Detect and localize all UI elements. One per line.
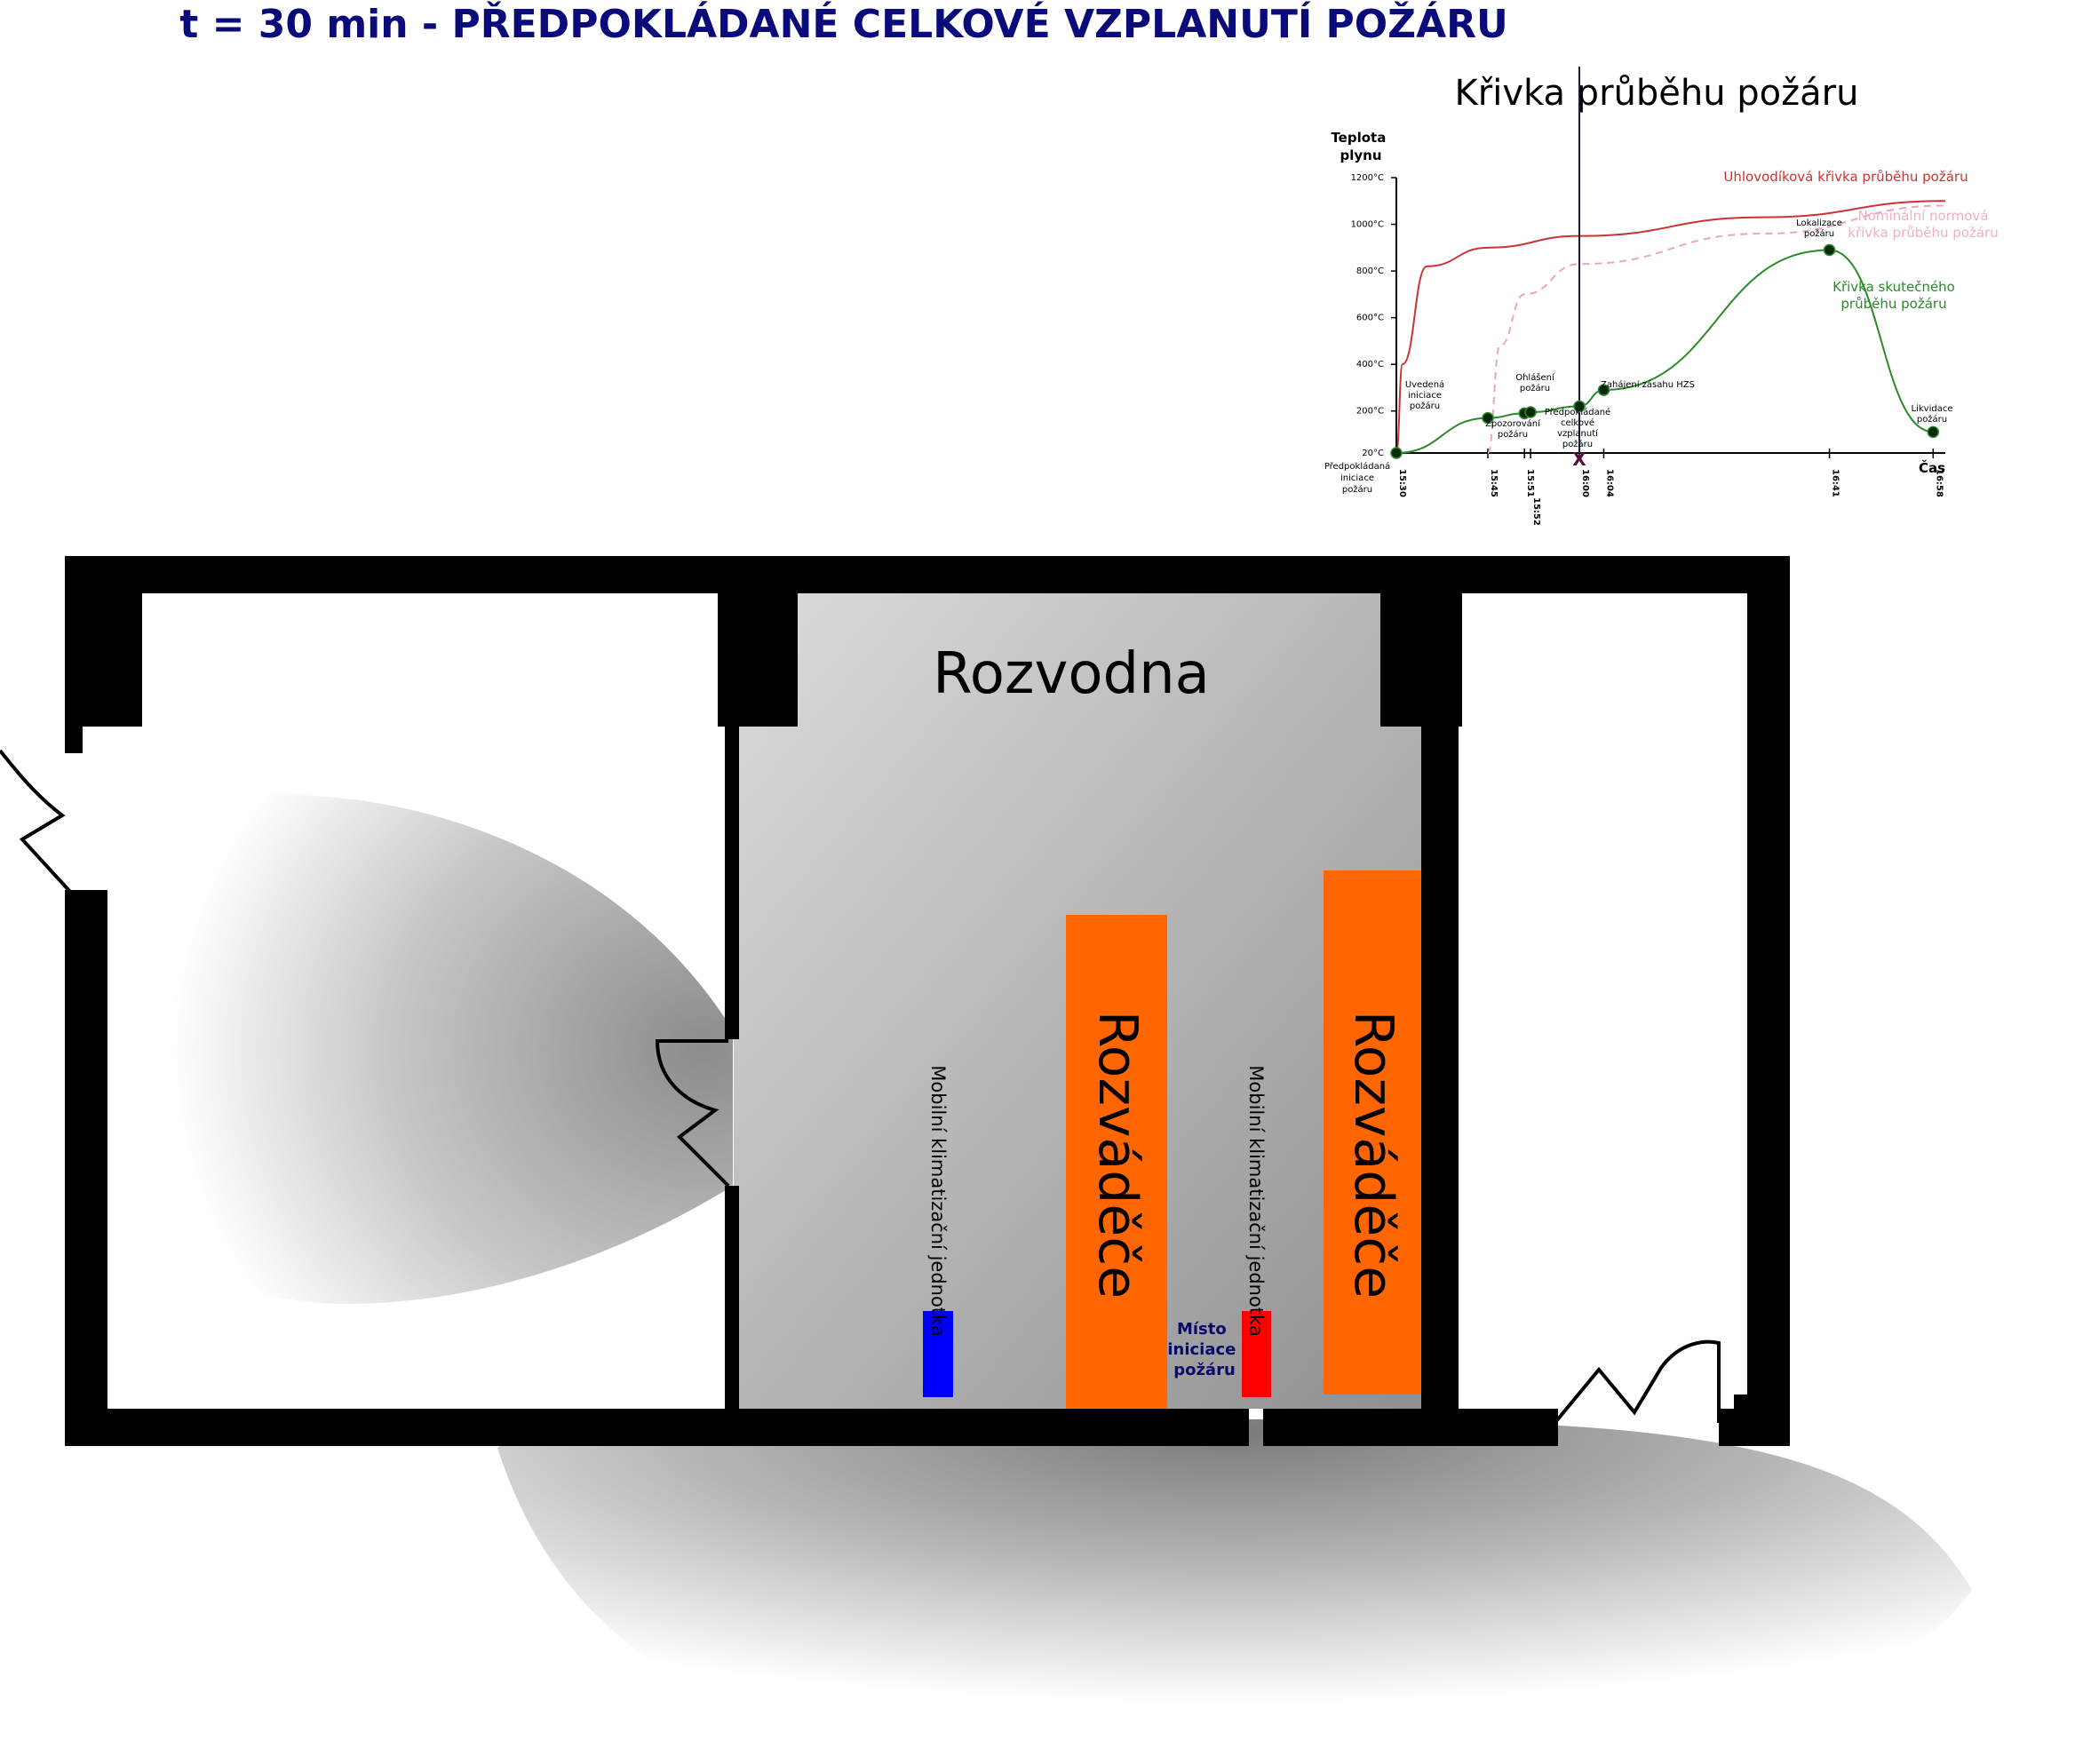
walls: [65, 556, 1790, 1446]
chart-series: X: [1395, 67, 1946, 470]
event-point: [1573, 400, 1586, 413]
ac-unit-label-1: Mobilní klimatizační jednotka: [927, 1065, 949, 1336]
series-line-1: [1395, 200, 1946, 454]
chart-ylabel: Teplota plynu: [1331, 130, 1390, 163]
x-tick-label: 16:41: [1831, 469, 1840, 497]
floor-plan: Rozvodna Rozváděče Rozváděče Mobilní kli…: [0, 556, 1972, 1764]
y-tick-label: 1000°C: [1351, 220, 1384, 230]
door-room-connecting[interactable]: [655, 1039, 730, 1188]
current-time-marker: X: [1572, 449, 1586, 470]
ac-unit-1: [923, 1311, 953, 1397]
x-tick-label: 16:04: [1604, 469, 1614, 497]
smoke-plume-outside: [497, 1410, 1972, 1764]
chart-xlabel: Čas: [1919, 459, 1945, 476]
event-point: [1927, 425, 1940, 439]
chart-legend: Uhlovodíková křivka průběhu požáruNominá…: [1723, 169, 1998, 312]
room-label: Rozvodna: [933, 641, 1210, 707]
event-point: [1524, 406, 1537, 418]
event-point: [1390, 447, 1403, 459]
event-point: [1482, 411, 1494, 425]
door-left-exterior[interactable]: [0, 749, 73, 894]
legend-label-1: Uhlovodíková křivka průběhu požáru: [1723, 169, 1968, 185]
y-tick-label: 600°C: [1356, 314, 1384, 323]
smoke-plume-left-room: [139, 794, 734, 1305]
y-tick-label: 800°C: [1356, 266, 1384, 276]
x-tick-label: 15:51: [1525, 469, 1535, 497]
cabinet-label-1: Rozváděče: [1086, 1011, 1149, 1299]
chart-heading: Křivka průběhu požáru: [1455, 73, 1859, 114]
x-tick-label: 15:45: [1489, 469, 1499, 497]
y-tick-label: 1200°C: [1351, 173, 1384, 183]
series-line-3: [1395, 249, 1934, 454]
event-point: [1823, 243, 1836, 257]
page-title: t = 30 min - PŘEDPOKLÁDANÉ CELKOVÉ VZPLA…: [179, 2, 1508, 47]
x-tick-label: 16:58: [1934, 469, 1944, 497]
y-tick-label: 200°C: [1356, 407, 1384, 417]
fire-curve-chart: Křivka průběhu požáru Teplota plynu Čas …: [1324, 67, 1999, 526]
x-tick-label: 15:52: [1531, 497, 1541, 526]
x-tick-label: 15:30: [1397, 469, 1407, 497]
door-right-room-exit[interactable]: [1554, 1339, 1721, 1423]
switchgear-cabinet-1: [1066, 915, 1167, 1409]
ac-unit-2-ignition: [1242, 1311, 1271, 1397]
cabinet-label-2: Rozváděče: [1342, 1011, 1404, 1299]
y-tick-label: 400°C: [1356, 360, 1384, 369]
ignition-point-label: Místo iniciace požáru: [1167, 1320, 1241, 1379]
x-tick-label: 16:00: [1580, 469, 1590, 497]
event-label: Zahájení zásahu HZS: [1601, 379, 1695, 390]
ac-unit-label-2: Mobilní klimatizační jednotka: [1245, 1065, 1267, 1336]
switchgear-cabinet-2: [1324, 870, 1421, 1395]
y-tick-label: 20°C: [1362, 449, 1384, 458]
event-point: [1597, 384, 1610, 396]
